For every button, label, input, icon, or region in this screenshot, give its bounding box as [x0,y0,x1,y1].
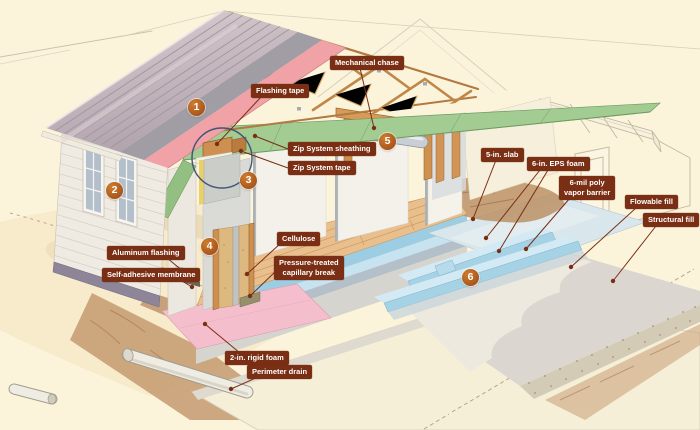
callout-structural-fill: Structural fill [643,213,700,227]
gravel-speckles [528,306,696,394]
perimeter-drain-pipe [8,348,254,405]
water-table-band [52,261,161,308]
callout-six-mil-poly-vapor-barrier: 6-mil poly vapor barrier [559,176,616,200]
callout-six-in-eps-foam: 6-in. EPS foam [527,157,590,171]
roof-sheathing-layer [120,32,322,160]
window [115,153,138,228]
metal-roof [46,10,298,152]
pt-capillary-break [239,291,261,308]
marker-5: 5 [379,133,396,150]
callout-aluminum-flashing: Aluminum flashing [107,246,185,260]
marker-1: 1 [188,99,205,116]
window [82,144,105,218]
callout-zip-system-sheathing: Zip System sheathing [288,142,376,156]
callout-five-in-slab: 5-in. slab [481,148,524,162]
callout-two-in-rigid-foam: 2-in. rigid foam [225,351,289,365]
roof-assembly [40,9,347,169]
roof-foam-layer [144,40,346,168]
callout-self-adhesive-membrane: Self-adhesive membrane [102,268,201,282]
callout-flowable-fill: Flowable fill [625,195,678,209]
marker-2: 2 [106,182,123,199]
marker-6: 6 [462,269,479,286]
callout-cellulose: Cellulose [277,232,321,246]
callout-perimeter-drain: Perimeter drain [247,365,313,379]
callout-zip-system-tape: Zip System tape [288,161,356,175]
callout-pressure-treated-capillary-break: Pressure-treated capillary break [274,256,344,280]
marker-3: 3 [240,172,257,189]
detail-ring [191,127,253,189]
callout-flashing-tape: Flashing tape [251,84,310,98]
marker-4: 4 [201,238,218,255]
callout-mechanical-chase: Mechanical chase [330,56,404,70]
eave-detail [191,127,253,205]
